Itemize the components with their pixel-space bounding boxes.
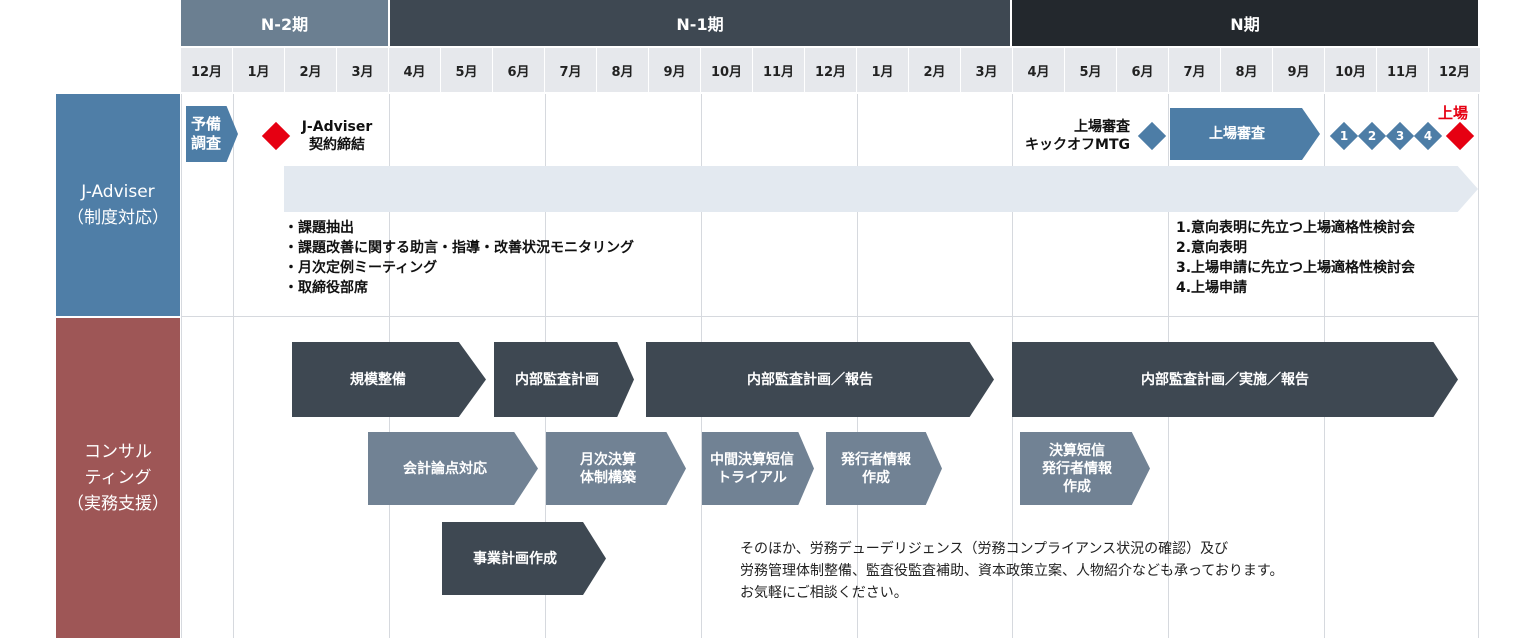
month-cell: 3月	[961, 48, 1013, 92]
month-cell: 8月	[597, 48, 649, 92]
month-cell: 10月	[1325, 48, 1377, 92]
month-cell: 6月	[1117, 48, 1169, 92]
kickoff-label: 上場審査 キックオフMTG	[1025, 119, 1130, 153]
step-number: 4	[1423, 129, 1433, 143]
phase-n: N期	[1012, 0, 1478, 46]
grid-line	[181, 94, 182, 638]
consulting-item-monthly: 月次決算 体制構築	[546, 432, 686, 505]
month-cell: 12月	[805, 48, 857, 92]
consulting-item-audit-report: 内部監査計画／報告	[646, 342, 994, 417]
consulting-item-final: 決算短信 発行者情報 作成	[1020, 432, 1150, 505]
phase-n2: N-2期	[181, 0, 388, 46]
month-cell: 11月	[1377, 48, 1429, 92]
month-cell: 9月	[1273, 48, 1325, 92]
month-cell: 5月	[1065, 48, 1117, 92]
month-cell: 7月	[1169, 48, 1221, 92]
row-label-consulting: コンサル ティング （実務支援）	[56, 318, 180, 638]
step-number: 3	[1395, 129, 1405, 143]
month-cell: 2月	[285, 48, 337, 92]
support-bullets: ・課題抽出 ・課題改善に関する助言・指導・改善状況モニタリング ・月次定例ミーテ…	[284, 220, 634, 296]
consulting-item-accounting: 会計論点対応	[368, 432, 538, 505]
phase-n1: N-1期	[390, 0, 1010, 46]
month-cell: 3月	[337, 48, 389, 92]
grid-line	[233, 94, 234, 638]
month-cell: 5月	[441, 48, 493, 92]
consulting-item-interim: 中間決算短信 トライアル	[702, 432, 814, 505]
contract-diamond	[261, 121, 291, 151]
month-cell: 8月	[1221, 48, 1273, 92]
month-cell: 10月	[701, 48, 753, 92]
consulting-item-audit-full: 内部監査計画／実施／報告	[1012, 342, 1458, 417]
consulting-item-scale: 規模整備	[292, 342, 486, 417]
month-cell: 4月	[389, 48, 441, 92]
row-label-jadviser: J-Adviser （制度対応）	[56, 94, 180, 316]
month-cell: 1月	[857, 48, 909, 92]
right-border	[1478, 94, 1479, 638]
review-arrow: 上場審査	[1170, 108, 1320, 160]
consulting-item-business-plan: 事業計画作成	[442, 522, 606, 595]
month-cell: 6月	[493, 48, 545, 92]
kickoff-diamond	[1137, 121, 1167, 151]
listing-label: 上場	[1438, 104, 1469, 122]
step-number: 2	[1367, 129, 1377, 143]
month-cell: 1月	[233, 48, 285, 92]
support-bar	[284, 166, 1478, 212]
consulting-note: そのほか、労務デューデリジェンス（労務コンプライアンス状況の確認）及び 労務管理…	[740, 541, 1284, 601]
consulting-item-audit-plan: 内部監査計画	[494, 342, 634, 417]
month-cell: 9月	[649, 48, 701, 92]
pre-survey-arrow: 予備 調査	[186, 106, 238, 162]
listing-diamond	[1445, 121, 1475, 151]
consulting-item-issuer: 発行者情報 作成	[826, 432, 942, 505]
month-cell: 4月	[1013, 48, 1065, 92]
step-number: 1	[1339, 129, 1349, 143]
contract-label: J-Adviser 契約締結	[301, 119, 373, 153]
month-cell: 12月	[181, 48, 233, 92]
month-cell: 11月	[753, 48, 805, 92]
month-cell: 7月	[545, 48, 597, 92]
listing-steps-list: 1.意向表明に先立つ上場適格性検討会 2.意向表明 3.上場申請に先立つ上場適格…	[1176, 220, 1416, 296]
row-divider	[181, 316, 1479, 317]
month-cell: 12月	[1429, 48, 1481, 92]
month-cell: 2月	[909, 48, 961, 92]
